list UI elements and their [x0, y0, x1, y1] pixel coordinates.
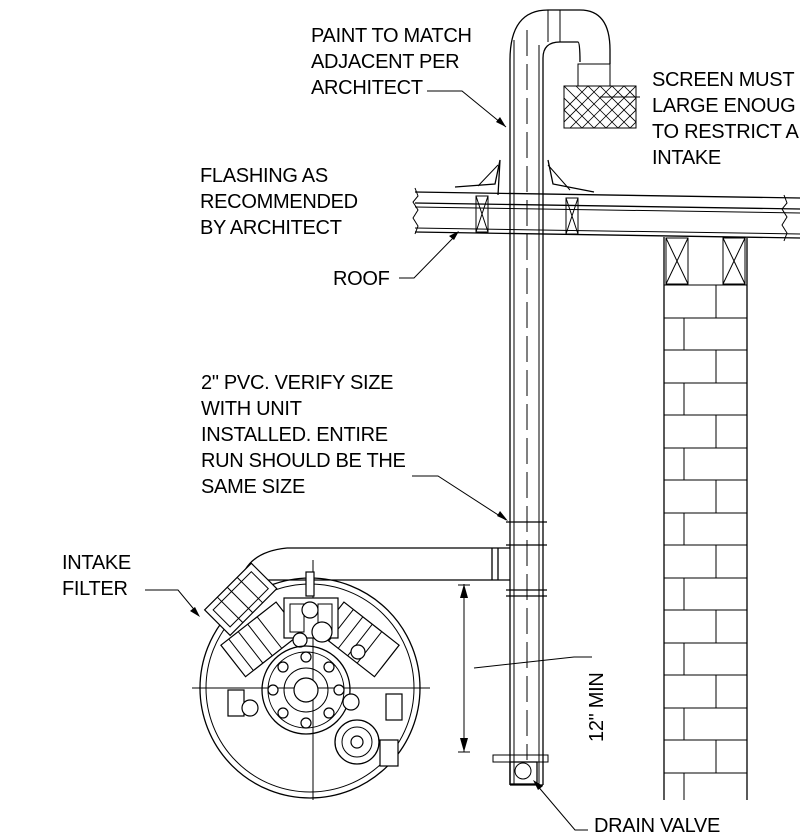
- roof-assembly: [412, 159, 801, 242]
- screen-mesh: [564, 86, 636, 128]
- min-dimension-label: 12" MIN: [586, 673, 608, 742]
- intake-filter-label-line-2: FILTER: [62, 578, 128, 600]
- intake-filter-label-line-1: INTAKE: [62, 552, 131, 574]
- screen-label-line-1: SCREEN MUST: [652, 69, 794, 91]
- pvc-label-line-4: RUN SHOULD BE THE: [201, 450, 406, 472]
- min-dimension: [458, 584, 470, 753]
- flashing-label-line-3: BY ARCHITECT: [200, 217, 342, 239]
- flashing-label-line-2: RECOMMENDED: [200, 191, 358, 213]
- pvc-label-line-2: WITH UNIT: [201, 398, 302, 420]
- vertical-pvc-pipe: [239, 9, 637, 786]
- roof-label: ROOF: [333, 268, 390, 290]
- compressor-unit: [192, 560, 430, 800]
- screen-label-line-2: LARGE ENOUG: [652, 95, 795, 117]
- paint-label-line-3: ARCHITECT: [311, 77, 423, 99]
- pvc-label-line-3: INSTALLED. ENTIRE: [201, 424, 388, 446]
- drain-valve-label: DRAIN VALVE: [594, 815, 720, 835]
- paint-label-line-1: PAINT TO MATCH: [311, 25, 472, 47]
- pvc-label-line-1: 2" PVC. VERIFY SIZE: [201, 372, 393, 394]
- screen-label-line-3: TO RESTRICT A: [652, 121, 799, 143]
- flashing-label-line-1: FLASHING AS: [200, 165, 328, 187]
- screen-label-line-4: INTAKE: [652, 147, 721, 169]
- paint-label-line-2: ADJACENT PER: [311, 51, 459, 73]
- pvc-label-line-5: SAME SIZE: [201, 476, 305, 498]
- brick-wall: [663, 237, 748, 800]
